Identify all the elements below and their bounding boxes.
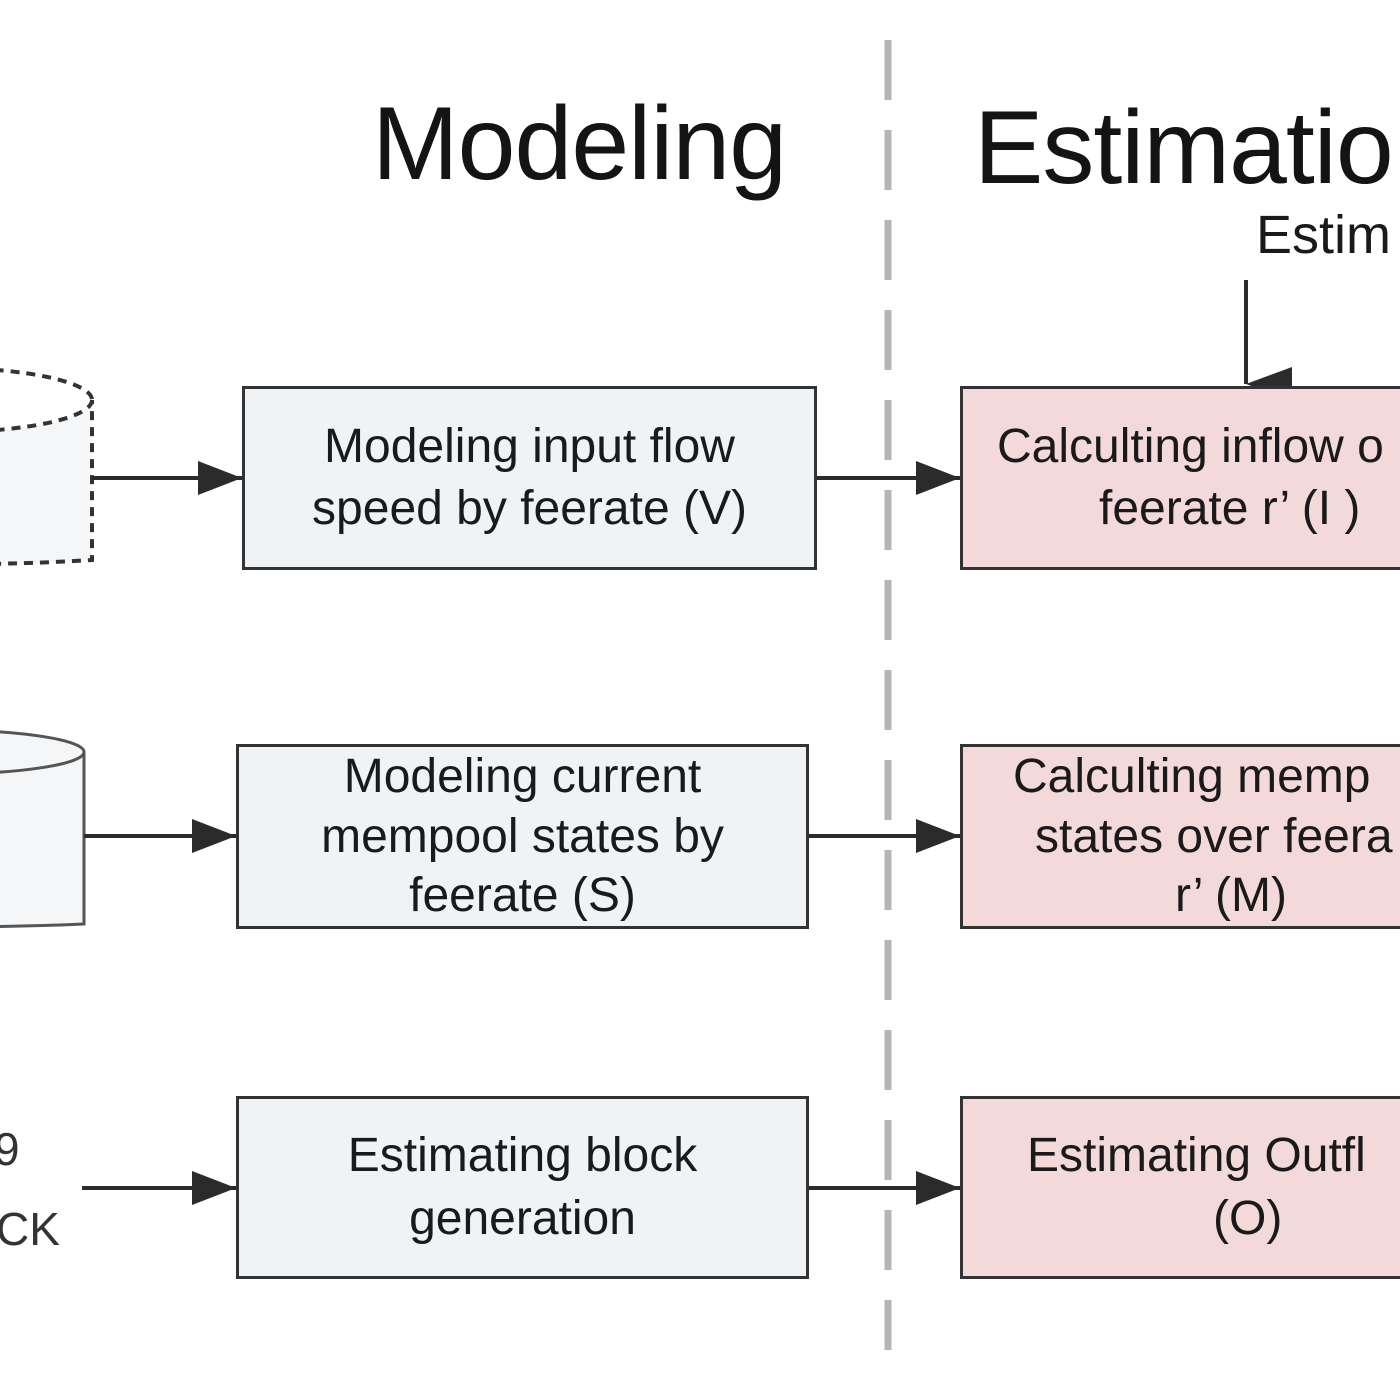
box-line: mempool states by	[321, 809, 724, 863]
calculating-mempool-states-box: Calculting memp states over feera r’ (M)	[960, 744, 1400, 929]
left-label-bottom: CK	[0, 1203, 60, 1255]
box-line: Estimating Outfl	[1027, 1129, 1366, 1183]
estimating-block-generation-box: Estimating block generation	[236, 1096, 809, 1279]
box-line: Calculting inflow o	[997, 419, 1384, 473]
estimating-outflow-box: Estimating Outfl (O)	[960, 1096, 1400, 1279]
box-line: generation	[409, 1191, 636, 1245]
modeling-mempool-states-box: Modeling current mempool states by feera…	[236, 744, 809, 929]
box-line: Modeling input flow	[324, 419, 735, 473]
box-line: Modeling current	[343, 750, 702, 804]
modeling-input-flow-box: Modeling input flow speed by feerate (V)	[242, 386, 817, 570]
box-line: states over feera	[1035, 809, 1393, 863]
left-label-top: 9	[0, 1123, 20, 1175]
box-line: (O)	[1213, 1191, 1283, 1245]
input-flow-database-icon	[0, 368, 94, 566]
box-line: Calculting memp	[1013, 750, 1371, 804]
estimation-note: Estim	[1256, 205, 1391, 265]
calculating-inflow-box: Calculting inflow o feerate r’ (I )	[960, 386, 1400, 570]
box-line: feerate (S)	[409, 869, 636, 923]
box-line: r’ (M)	[1175, 869, 1287, 923]
modeling-heading: Modeling	[372, 86, 787, 202]
box-line: feerate r’ (I )	[1099, 482, 1361, 535]
box-line: Estimating block	[347, 1129, 698, 1183]
box-line: speed by feerate (V)	[312, 482, 747, 535]
mempool-database-icon	[0, 730, 86, 928]
estimation-heading: Estimatio	[974, 90, 1394, 206]
